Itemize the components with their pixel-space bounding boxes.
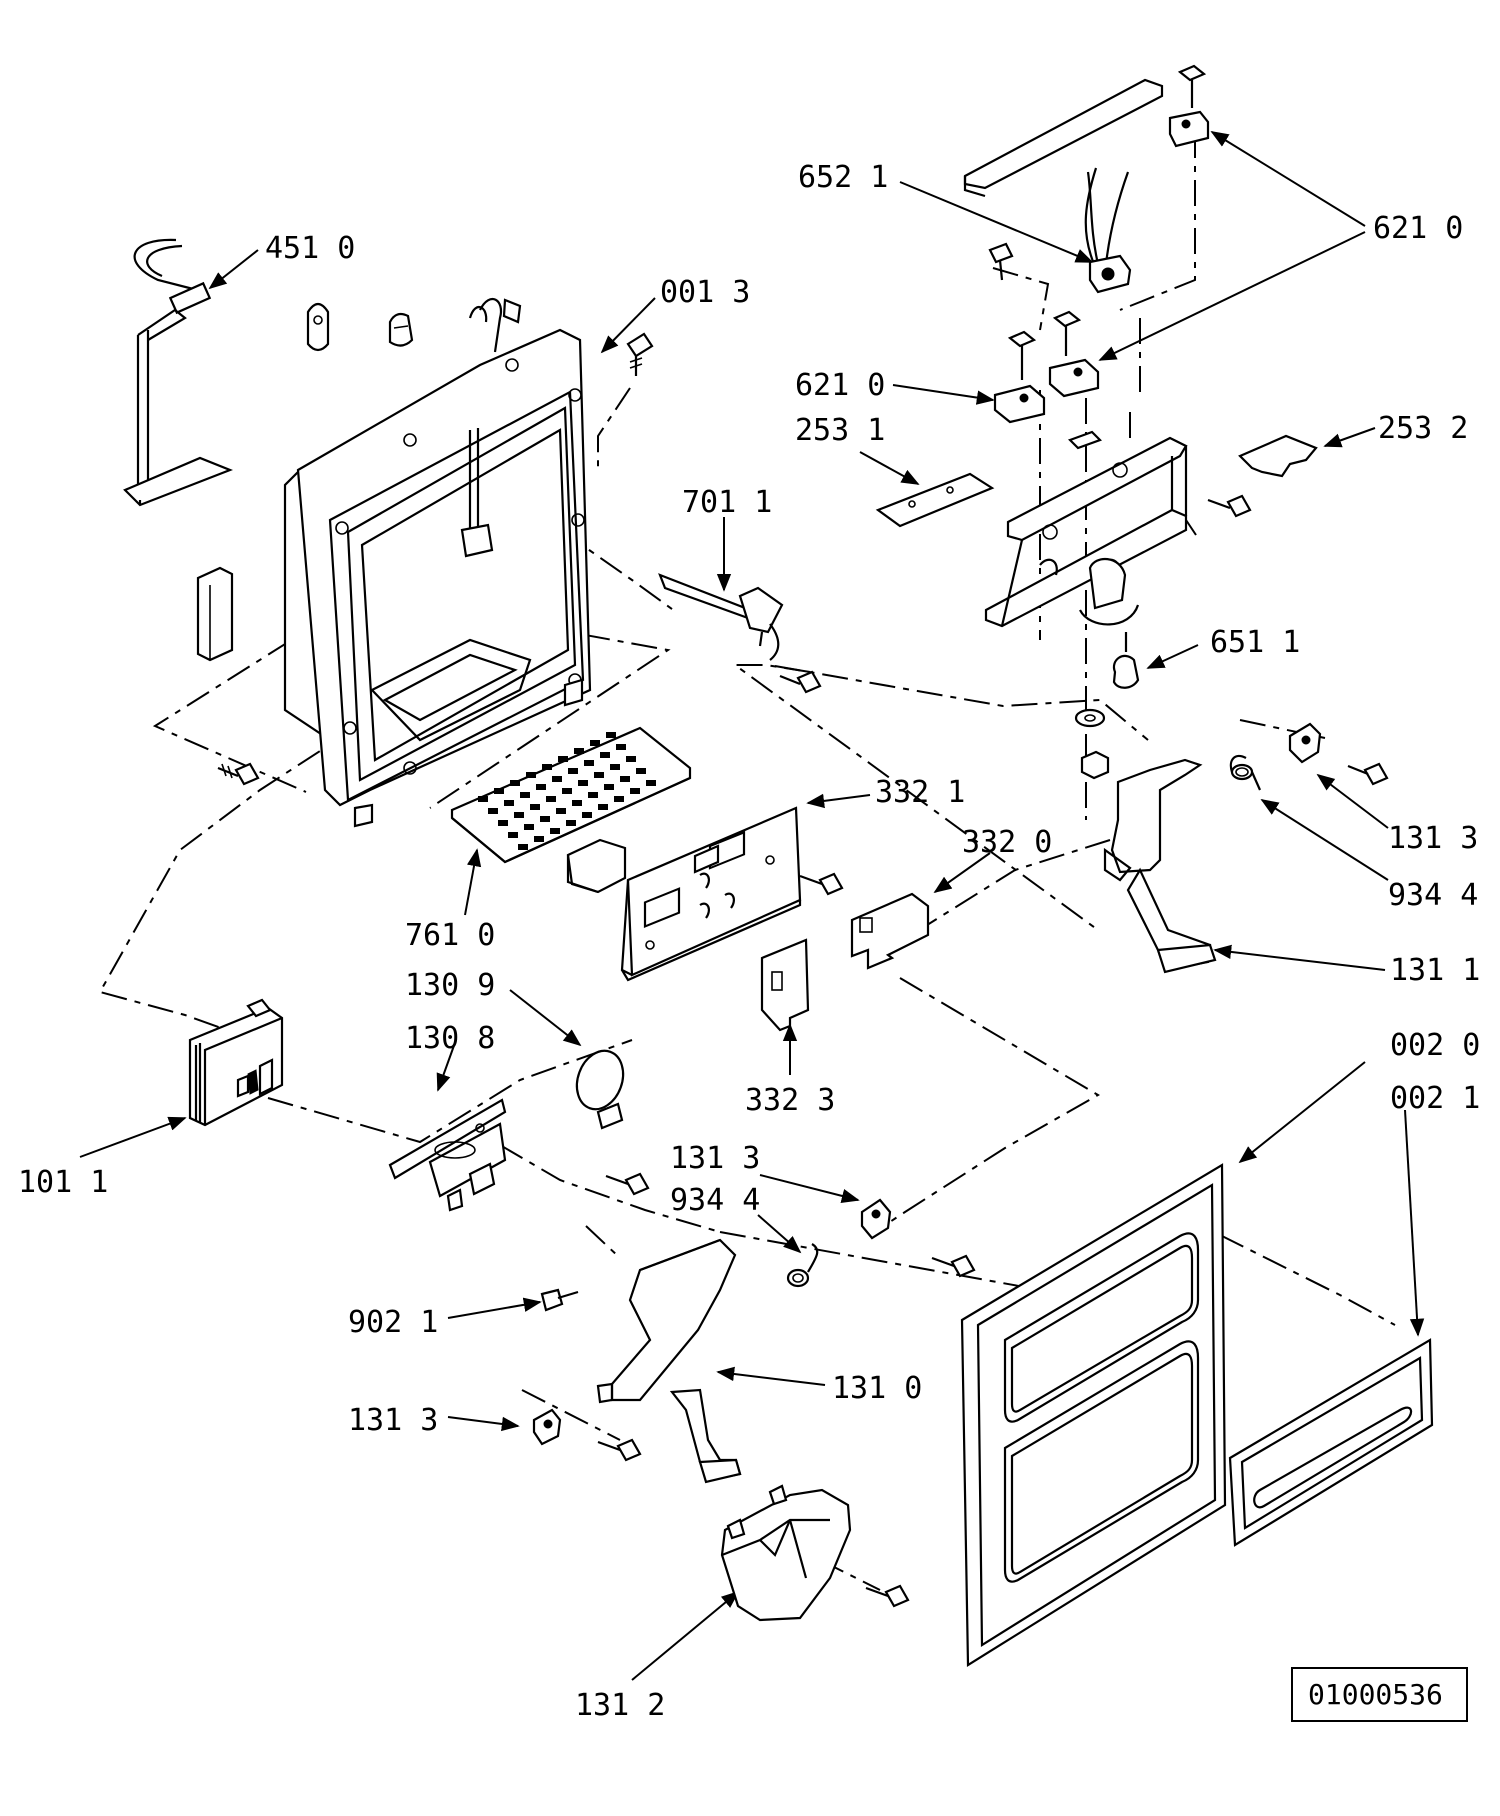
knob-part bbox=[1112, 632, 1140, 689]
callout-001-3: 001 3 bbox=[660, 275, 750, 310]
callout-002-1: 002 1 bbox=[1390, 1081, 1480, 1116]
foam-block-part bbox=[196, 566, 234, 662]
callout-130-8: 130 8 bbox=[405, 1021, 495, 1056]
leader-lines bbox=[79, 131, 1425, 1681]
terminal-block-part bbox=[993, 330, 1046, 424]
screw-part bbox=[779, 670, 822, 694]
switch-actuator-part bbox=[388, 1098, 507, 1212]
top-channel-part bbox=[963, 78, 1164, 198]
reference-code: 01000536 bbox=[1308, 1678, 1443, 1711]
callout-131-3-bottom: 131 3 bbox=[348, 1403, 438, 1438]
screw-part bbox=[865, 1584, 910, 1608]
screw-part bbox=[605, 1172, 650, 1196]
pivot-pin-part bbox=[540, 1288, 579, 1312]
callout-002-0: 002 0 bbox=[1390, 1028, 1480, 1063]
callout-332-0: 332 0 bbox=[962, 825, 1052, 860]
screw-part bbox=[597, 1438, 642, 1462]
callout-131-3-right: 131 3 bbox=[1388, 821, 1478, 856]
callout-labels: 451 0 001 3 652 1 621 0 621 0 253 1 253 … bbox=[18, 160, 1480, 1723]
mounting-clip-part bbox=[860, 1198, 892, 1240]
circuit-board-part bbox=[760, 938, 810, 1032]
control-panel-part bbox=[620, 806, 802, 982]
washer-part bbox=[1074, 708, 1106, 728]
screw-part bbox=[988, 242, 1014, 281]
callout-651-1: 651 1 bbox=[1210, 625, 1300, 660]
callout-451-0: 451 0 bbox=[265, 231, 355, 266]
callout-934-4-right: 934 4 bbox=[1388, 878, 1478, 913]
solenoid-disc-part bbox=[575, 1049, 625, 1130]
screw-part bbox=[626, 332, 654, 376]
funnel-cup-part bbox=[720, 1484, 852, 1622]
callout-332-3: 332 3 bbox=[745, 1083, 835, 1118]
torsion-spring-part bbox=[1229, 754, 1262, 791]
actuator-lever-part bbox=[1103, 758, 1217, 974]
callout-131-3-center: 131 3 bbox=[670, 1141, 760, 1176]
callout-652-1: 652 1 bbox=[798, 160, 888, 195]
drip-grille-part bbox=[450, 726, 692, 894]
torsion-spring-part bbox=[786, 1243, 819, 1288]
callout-130-9: 130 9 bbox=[405, 968, 495, 1003]
mounting-bracket-part bbox=[984, 430, 1188, 628]
callout-934-4-center: 934 4 bbox=[670, 1183, 760, 1218]
callout-131-1: 131 1 bbox=[1390, 953, 1480, 988]
switch-housing-part bbox=[188, 998, 284, 1127]
callout-902-1: 902 1 bbox=[348, 1305, 438, 1340]
insulation-pad-part bbox=[875, 472, 995, 528]
mounting-clip-part bbox=[1288, 722, 1322, 764]
door-panel-part bbox=[960, 1163, 1227, 1667]
callout-131-0: 131 0 bbox=[832, 1371, 922, 1406]
screw-part bbox=[799, 872, 844, 896]
callout-621-0-middle: 621 0 bbox=[795, 368, 885, 403]
dispenser-housing-part bbox=[283, 297, 592, 828]
actuator-lever-part bbox=[596, 1238, 742, 1484]
screw-part bbox=[217, 762, 260, 786]
callout-101-1: 101 1 bbox=[18, 1165, 108, 1200]
screw-part bbox=[1207, 494, 1252, 518]
cap-nut-part bbox=[388, 312, 414, 347]
sensor-cable-part bbox=[123, 238, 233, 507]
callout-253-2: 253 2 bbox=[1378, 411, 1468, 446]
screw-part bbox=[1347, 762, 1389, 786]
small-clip-part bbox=[306, 302, 330, 352]
insulation-pad-part bbox=[1238, 434, 1318, 478]
terminal-block-part bbox=[1168, 64, 1210, 148]
lever-rod-part bbox=[658, 573, 784, 661]
lower-panel-part bbox=[1228, 1338, 1434, 1547]
callout-332-1: 332 1 bbox=[875, 775, 965, 810]
callout-701-1: 701 1 bbox=[682, 485, 772, 520]
terminal-block-part bbox=[1048, 310, 1100, 398]
callout-253-1: 253 1 bbox=[795, 413, 885, 448]
mounting-clip-part bbox=[532, 1408, 562, 1446]
screw-part bbox=[931, 1254, 976, 1278]
callout-131-2: 131 2 bbox=[575, 1688, 665, 1723]
callout-621-0-top: 621 0 bbox=[1373, 211, 1463, 246]
reference-code-box: 01000536 bbox=[1291, 1667, 1468, 1722]
nut-part bbox=[1080, 750, 1110, 780]
circuit-board-part bbox=[850, 892, 930, 970]
callout-761-0: 761 0 bbox=[405, 918, 495, 953]
wire-switch-part bbox=[1084, 167, 1132, 294]
